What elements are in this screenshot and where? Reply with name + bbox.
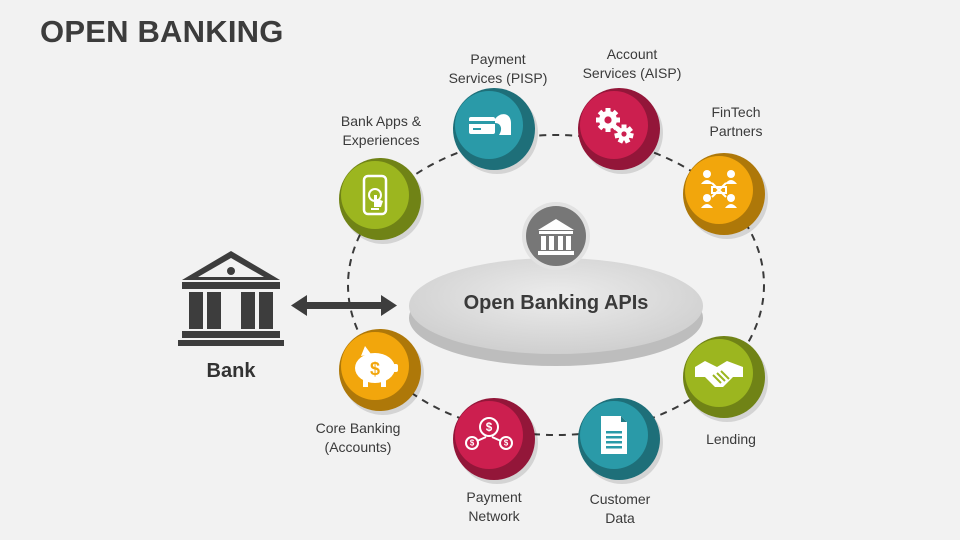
node-label-line: Lending: [706, 431, 756, 447]
piggy-bank-icon: $: [355, 346, 398, 387]
node-label-line: Bank Apps &: [340, 113, 422, 129]
orbit-ring: [347, 134, 765, 436]
node-account-services: [578, 88, 663, 174]
node-label-line: (Accounts): [324, 439, 392, 455]
svg-text:$: $: [504, 439, 509, 448]
node-label-line: Data: [605, 510, 635, 526]
node-label-line: Partners: [709, 123, 763, 139]
node-lending: [683, 336, 768, 422]
node-label-bank-apps: Bank Apps & Experiences: [306, 112, 456, 150]
node-bank-apps: [339, 158, 424, 244]
node-payment-network: $ $ $: [453, 398, 538, 484]
node-label-line: Services (PISP): [448, 70, 548, 86]
node-core-banking: $: [339, 329, 424, 415]
smartphone-touch-icon: [362, 174, 388, 216]
node-fintech-partners: [683, 153, 768, 239]
svg-text:$: $: [370, 359, 380, 379]
node-label-line: Core Banking: [315, 420, 401, 436]
api-bank-badge: [522, 202, 590, 270]
node-payment-services: [453, 88, 538, 174]
node-label-line: Customer: [589, 491, 651, 507]
bank-building-icon: [538, 219, 574, 255]
node-label-line: Network: [468, 508, 520, 524]
node-label-core-banking: Core Banking (Accounts): [283, 419, 433, 457]
handshake-icon: [695, 361, 743, 387]
hand-card-icon: [469, 114, 511, 135]
node-label-line: Services (AISP): [582, 65, 682, 81]
node-label-line: Payment: [470, 51, 526, 67]
node-label-line: FinTech: [711, 104, 761, 120]
page-title: OPEN BANKING: [40, 14, 284, 49]
bank-building-icon: [178, 251, 284, 346]
double-arrow-icon: [291, 295, 397, 316]
svg-text:$: $: [486, 421, 493, 434]
gears-icon: [596, 108, 634, 144]
open-banking-apis-label: Open Banking APIs: [463, 292, 649, 314]
node-label-line: Experiences: [342, 132, 420, 148]
node-label-line: Account: [606, 46, 658, 62]
node-label-lending: Lending: [656, 430, 806, 449]
bank-label: Bank: [206, 360, 256, 382]
node-label-line: Payment: [466, 489, 522, 505]
network-people-icon: [701, 170, 737, 208]
svg-text:$: $: [470, 439, 475, 448]
node-customer-data: [578, 398, 663, 484]
api-platform: [409, 258, 703, 366]
document-icon: [601, 416, 627, 454]
money-network-icon: $ $ $: [465, 417, 513, 450]
